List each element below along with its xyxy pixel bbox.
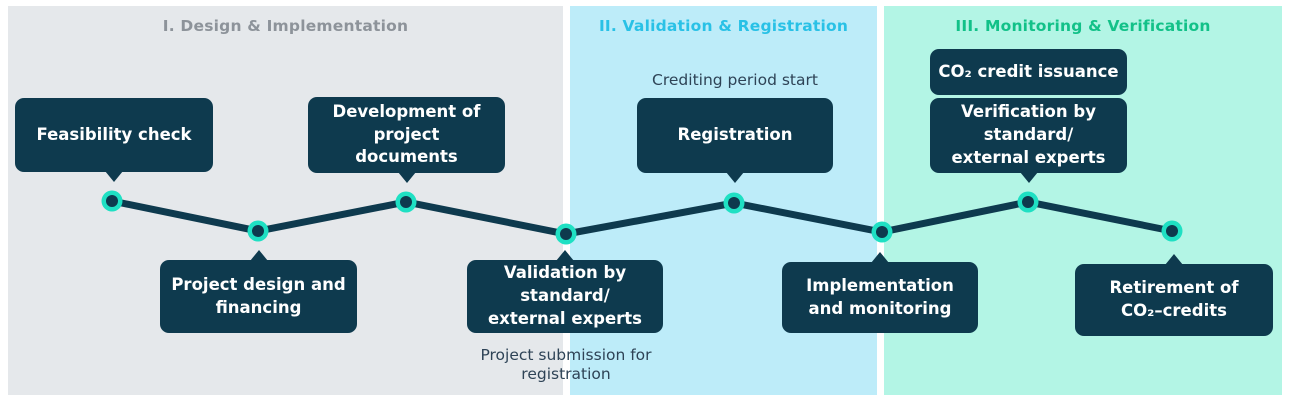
step-feasibility-check: Feasibility check [15,98,213,172]
phase-title-monitoring-verification: III. Monitoring & Verification [955,17,1211,35]
timeline-node-5 [723,192,745,214]
caption-crediting-period-start: Crediting period start [652,71,818,89]
step-co2-credit-issuance: CO₂ credit issuance [930,49,1127,95]
timeline-node-7 [1017,191,1039,213]
step-registration: Registration [637,98,833,173]
step-validation-by-experts: Validation by standard/ external experts [467,260,663,333]
step-retirement-co2-credits: Retirement of CO₂–credits [1075,264,1273,336]
timeline-node-8 [1161,220,1183,242]
timeline-node-2 [247,220,269,242]
timeline-line [108,197,1176,238]
phase-title-design-implementation: I. Design & Implementation [162,17,409,35]
caption-project-submission: Project submission for registration [480,346,652,384]
timeline-node-3 [395,191,417,213]
step-project-design-financing: Project design and financing [160,260,357,333]
phase-title-validation-registration: II. Validation & Registration [598,17,849,35]
step-verification-by-experts: Verification by standard/ external exper… [930,98,1127,173]
timeline-node-4 [555,223,577,245]
step-development-project-documents: Development of project documents [308,97,505,173]
timeline-node-1 [101,190,123,212]
step-implementation-monitoring: Implementation and monitoring [782,262,978,333]
timeline-node-6 [871,221,893,243]
